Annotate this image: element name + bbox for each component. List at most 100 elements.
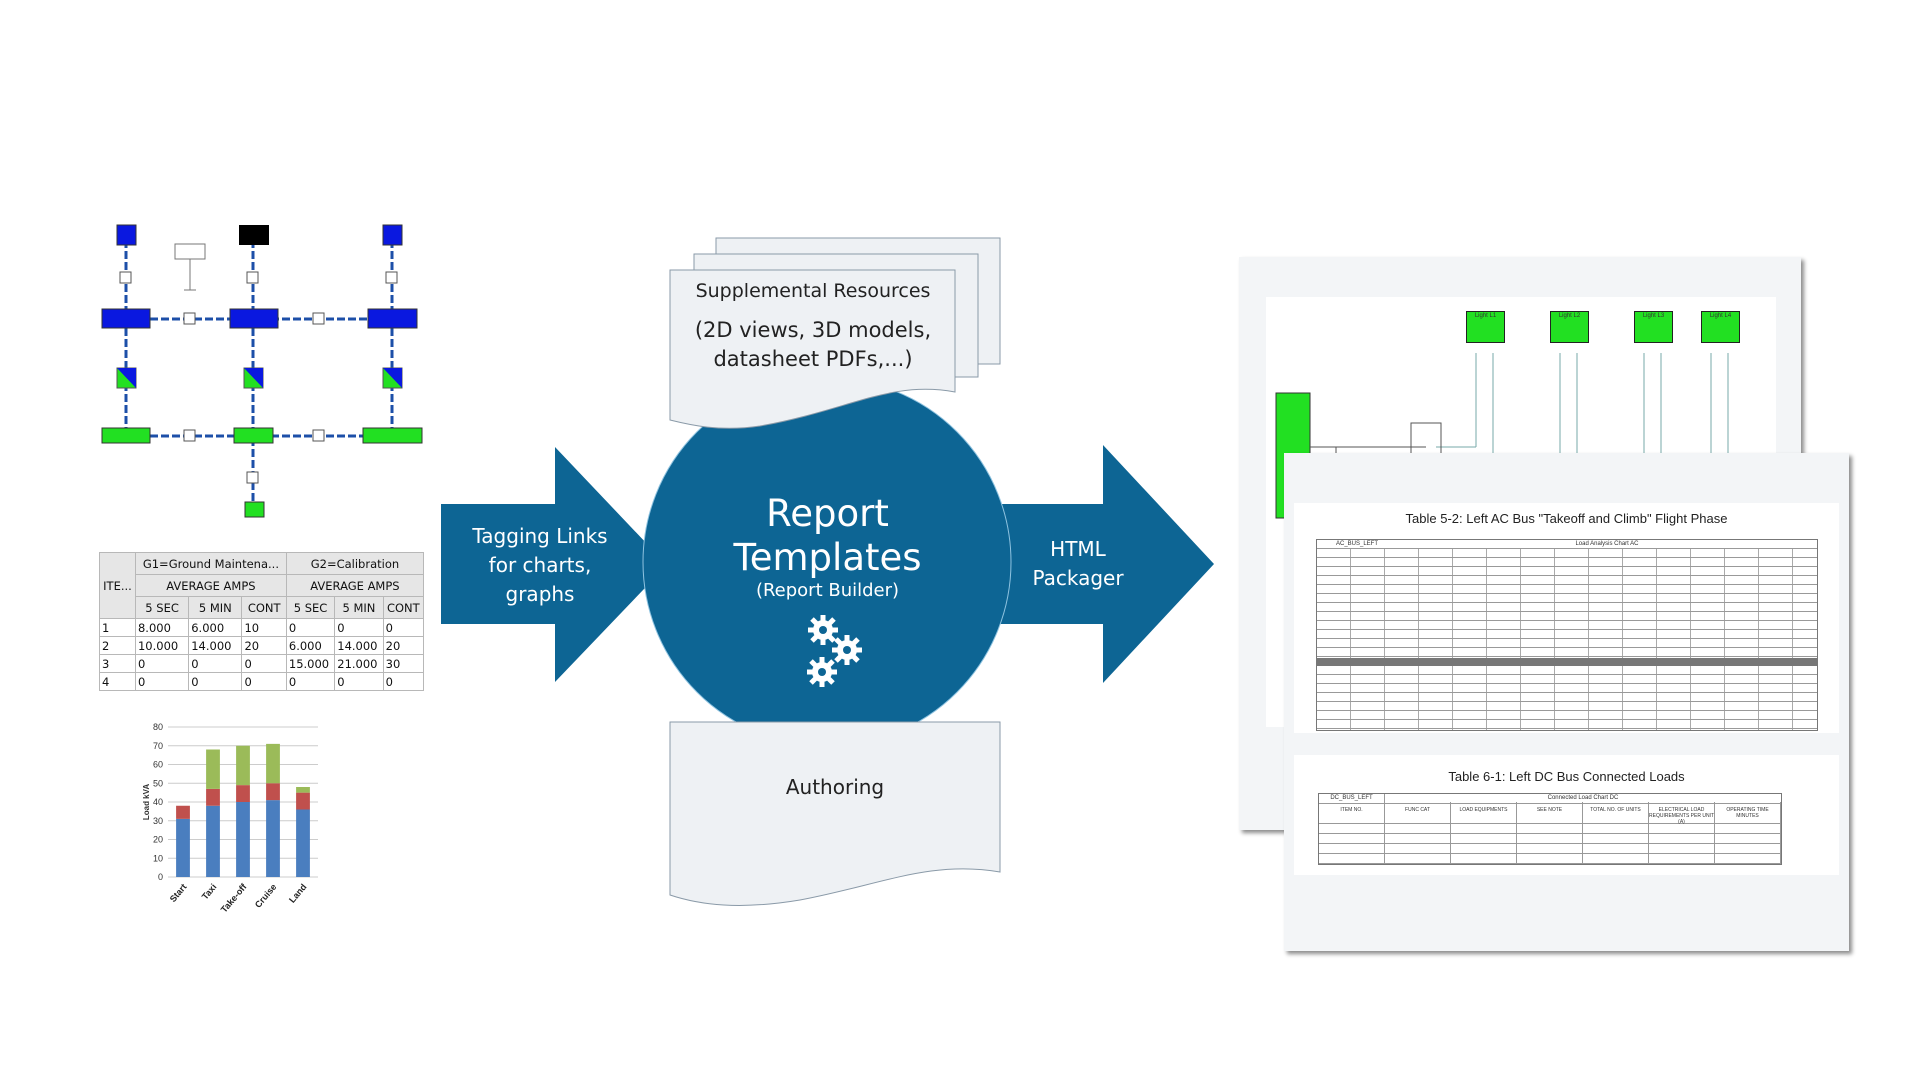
table2-column-header: SEE NOTE (1517, 804, 1583, 823)
converter-blocks (116, 367, 403, 389)
bar-segment-series-3 (206, 749, 220, 789)
table-cell: 0 (285, 672, 336, 691)
column-header: CONT (241, 596, 287, 619)
label-line: graphs (505, 582, 575, 606)
light-box: Light L4 (1701, 311, 1740, 343)
y-axis-label: Load kVA (142, 784, 151, 821)
bar-segment-series-2 (266, 783, 280, 801)
table2-column-header: ITEM NO. (1319, 804, 1385, 823)
ac-bus-block (367, 308, 418, 329)
table-cell: 15.000 (285, 654, 336, 673)
table2-chart-name: Connected Load Chart DC (1385, 794, 1781, 802)
table-cell: 0 (382, 672, 425, 691)
label-line: for charts, (488, 553, 592, 577)
report-templates-label: Report Templates (Report Builder) (700, 492, 955, 602)
table-cell: 8.000 (134, 618, 190, 637)
y-tick-label: 50 (153, 778, 163, 788)
table-cell: 14.000 (334, 636, 384, 655)
table2-column-header: FUNC CAT (1385, 804, 1451, 823)
bar-segment-series-3 (296, 787, 310, 793)
bar-segment-series-2 (176, 805, 190, 819)
group-header: G1=Ground Maintena... (134, 552, 287, 575)
bar-segment-series-2 (296, 792, 310, 810)
gears-icon (807, 615, 862, 687)
ac-bus-block (229, 308, 279, 329)
average-amps-table: ITE... G1=Ground Maintena... G2=Calibrat… (99, 552, 425, 691)
table1-bus: AC_BUS_LEFT (1317, 540, 1397, 548)
table-cell: 0 (241, 672, 287, 691)
table1-title: Table 5-2: Left AC Bus "Takeoff and Clim… (1405, 511, 1728, 526)
supplemental-docs (669, 237, 1001, 429)
table2-column-header: ELECTRICAL LOAD REQUIREMENTS PER UNIT (A… (1649, 804, 1715, 825)
table2-column-header: TOTAL NO. OF UNITS (1583, 804, 1649, 823)
light-box: Light L3 (1634, 311, 1673, 343)
doc-title: Supplemental Resources (695, 280, 931, 302)
title-line: Report (766, 492, 889, 535)
left-arrow (441, 447, 667, 682)
table1-chart-name: Load Analysis Chart AC (1397, 540, 1817, 548)
bar-segment-series-3 (266, 743, 280, 784)
report-page: Table 5-2: Left AC Bus "Takeoff and Clim… (1284, 453, 1849, 951)
tagging-links-label: Tagging Links for charts, graphs (455, 522, 625, 609)
y-tick-label: 20 (153, 835, 163, 845)
y-tick-label: 10 (153, 853, 163, 863)
label-line: Packager (1032, 566, 1124, 590)
table1-block: Table 5-2: Left AC Bus "Takeoff and Clim… (1294, 503, 1839, 733)
bar-segment-series-1 (296, 809, 310, 877)
dc-bus-block (101, 427, 151, 444)
light-box: Light L1 (1466, 311, 1505, 343)
html-packager-label: HTML Packager (1003, 535, 1153, 593)
column-header: 5 SEC (134, 596, 190, 619)
doc-line: datasheet PDFs,...) (713, 347, 913, 371)
y-tick-label: 70 (153, 741, 163, 751)
y-tick-label: 0 (158, 872, 163, 882)
bar-segment-series-1 (176, 818, 190, 877)
column-header: 5 MIN (188, 596, 243, 619)
source-block (116, 224, 137, 246)
table2-column-header: OPERATING TIME MINUTES (1715, 804, 1781, 823)
sub-header: AVERAGE AMPS (285, 574, 425, 597)
doc-line: (2D views, 3D models, (694, 318, 932, 342)
y-tick-label: 40 (153, 797, 163, 807)
bar-segment-series-3 (236, 745, 250, 786)
label-line: HTML (1050, 537, 1106, 561)
battery-block (244, 501, 265, 518)
total-row (1317, 658, 1817, 666)
table2-column-header: LOAD EQUIPMENTS (1451, 804, 1517, 823)
group-header: G2=Calibration (285, 552, 425, 575)
table2-title: Table 6-1: Left DC Bus Connected Loads (1448, 769, 1685, 784)
table2-block: Table 6-1: Left DC Bus Connected Loads D… (1294, 755, 1839, 875)
authoring-label: Authoring (785, 775, 885, 799)
connected-loads-table: DC_BUS_LEFT Connected Load Chart DC ITEM… (1318, 793, 1782, 865)
dc-bus-block (362, 427, 423, 444)
y-tick-label: 30 (153, 816, 163, 826)
source-block (239, 225, 269, 245)
ac-bus-block (101, 308, 151, 329)
authoring-doc (669, 721, 1001, 906)
y-tick-label: 60 (153, 760, 163, 770)
table-cell: 0 (334, 672, 384, 691)
load-analysis-table: AC_BUS_LEFT Load Analysis Chart AC (1316, 539, 1818, 731)
bar-segment-series-1 (236, 802, 250, 877)
bar-segment-series-1 (266, 800, 280, 877)
title-line: Templates (733, 536, 922, 579)
y-tick-label: 80 (153, 722, 163, 732)
bar-segment-series-1 (206, 805, 220, 877)
supplemental-resources-text: Supplemental Resources (2D views, 3D mod… (672, 280, 954, 374)
bar-segment-series-2 (206, 788, 220, 806)
bar-segment-series-2 (236, 785, 250, 802)
dc-bus-block (233, 427, 274, 444)
column-header: CONT (382, 596, 425, 619)
subtitle: (Report Builder) (755, 580, 900, 601)
light-box: Light L2 (1550, 311, 1589, 343)
column-header: 5 SEC (285, 596, 336, 619)
table2-bus: DC_BUS_LEFT (1319, 794, 1384, 802)
table-cell: 20 (382, 636, 425, 655)
label-line: Tagging Links (472, 524, 608, 548)
table-cell: 0 (134, 672, 190, 691)
